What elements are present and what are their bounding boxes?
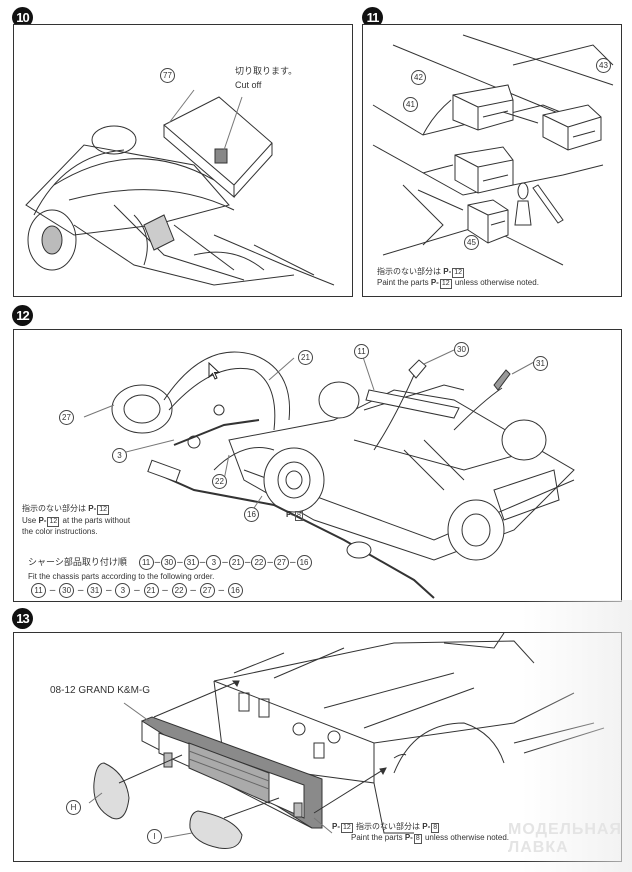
callout-11: 11 (354, 344, 369, 359)
step-12-use-note-line1: Use P-12 at the parts without (22, 515, 130, 527)
order-jp-step: 3 (206, 555, 222, 570)
order-en-step: 21 (143, 583, 159, 598)
grille-part-label: 08-12 GRAND K&M-G (50, 685, 151, 696)
paint-number-box: 12 (341, 823, 353, 833)
callout-77: 77 (160, 68, 175, 83)
callout-27: 27 (59, 410, 74, 425)
order-en-step: 27 (199, 583, 215, 598)
order-en-step: 30 (59, 583, 75, 598)
paint-note-en-suffix: unless otherwise noted. (454, 278, 539, 287)
order-jp-step: 27 (273, 555, 289, 570)
order-en-step: 3 (115, 583, 131, 598)
step-12-use-note-line2: the color instructions. (22, 527, 98, 536)
order-jp-row: シャーシ部品取り付け順 11–30–31–3–21–22–27–16 (28, 555, 313, 570)
callout-41: 41 (403, 97, 418, 112)
callout-42: 42 (411, 70, 426, 85)
paint-number-box: 12 (439, 279, 452, 289)
callout-I: I (147, 829, 162, 844)
step-11-paint-note-en: Paint the parts P-12 unless otherwise no… (377, 277, 539, 289)
step-11-panel: 42 41 43 45 指示のない部分は P-12 Paint the part… (362, 24, 622, 297)
cut-off-note-en: Cut off (235, 80, 262, 90)
order-jp-step: 11 (138, 555, 154, 570)
step-11-illustration (372, 34, 614, 266)
step-13-panel: 08-12 GRAND K&M-G H I P-12 指示のない部分は P-8 … (13, 632, 622, 862)
order-jp-step: 16 (296, 555, 312, 570)
paint-code: P- (88, 504, 97, 513)
paint-number-box: 8 (295, 511, 303, 521)
order-jp-step: 30 (161, 555, 177, 570)
paint-note-en-prefix: Paint the parts (351, 833, 403, 842)
use-note-prefix: Use (22, 516, 37, 525)
order-jp-step: 21 (228, 555, 244, 570)
paint-code: P- (443, 267, 452, 276)
step-12-paint-note-jp: 指示のない部分は P-12 (22, 503, 110, 515)
step-13-paint-note-en: Paint the parts P-8 unless otherwise not… (351, 832, 509, 844)
paint-note-en-prefix: Paint the parts (377, 278, 429, 287)
order-jp-step: 22 (251, 555, 267, 570)
callout-43: 43 (596, 58, 611, 73)
callout-31: 31 (533, 356, 548, 371)
paint-number-box: 12 (97, 505, 110, 515)
watermark-line2: ЛАВКА (508, 839, 569, 856)
mouse-cursor-icon (208, 362, 220, 380)
paint-code: P- (430, 278, 439, 287)
paint-code: P- (422, 822, 431, 831)
order-en-step: 31 (87, 583, 103, 598)
step-12-number: 12 (12, 305, 33, 326)
paint-code: P- (38, 516, 47, 525)
order-en-row: 11 – 30 – 31 – 3 – 21 – 22 – 27 – 16 (30, 583, 244, 598)
callout-21: 21 (298, 350, 313, 365)
step-13-number: 13 (12, 608, 33, 629)
paint-code: P- (404, 833, 413, 842)
order-jp-step: 31 (183, 555, 199, 570)
order-en-label: Fit the chassis parts according to the f… (28, 572, 215, 581)
callout-H: H (66, 800, 81, 815)
step-10-number: 10 (12, 7, 33, 28)
step-11-paint-note-jp: 指示のない部分は P-12 (377, 266, 465, 278)
scan-edge-shading (522, 600, 632, 872)
step-10-illustration (25, 89, 335, 286)
paint-number-box: 12 (47, 517, 60, 527)
order-jp-label: シャーシ部品取り付け順 (28, 557, 127, 567)
step-12-illustration (83, 349, 575, 599)
step-13-illustration (88, 633, 605, 849)
callout-45: 45 (464, 235, 479, 250)
watermark-line1: МОДЕЛЬНАЯ (508, 821, 622, 838)
paint-note-jp-text: 指示のない部分は (356, 822, 421, 831)
paint-number-box: 8 (431, 823, 440, 833)
order-en-step: 22 (171, 583, 187, 598)
callout-3: 3 (112, 448, 127, 463)
paint-code: P- (286, 510, 294, 519)
step-12-panel: 21 11 30 31 27 3 22 16 P-8 指示のない部分は P-12… (13, 329, 622, 602)
paint-note-en-suffix: unless otherwise noted. (424, 833, 510, 842)
callout-16: 16 (244, 507, 259, 522)
callout-30: 30 (454, 342, 469, 357)
order-en-step: 11 (31, 583, 46, 598)
exhaust-paint-callout: P-8 (286, 509, 304, 521)
step-11-number: 11 (362, 7, 383, 28)
paint-number-box: 8 (413, 834, 422, 844)
paint-note-jp-text: 指示のない部分は (22, 504, 86, 513)
step-13-paint-note-jp: P-12 指示のない部分は P-8 (332, 821, 440, 833)
paint-number-box: 12 (452, 268, 465, 278)
step-10-panel: 77 切り取ります。 Cut off (13, 24, 353, 297)
order-en-step: 16 (227, 583, 243, 598)
paint-code: P- (332, 822, 340, 831)
cut-off-note-jp: 切り取ります。 (235, 66, 298, 76)
callout-22: 22 (212, 474, 227, 489)
paint-note-jp-text: 指示のない部分は (377, 267, 441, 276)
use-note-suffix: at the parts without (62, 516, 131, 525)
